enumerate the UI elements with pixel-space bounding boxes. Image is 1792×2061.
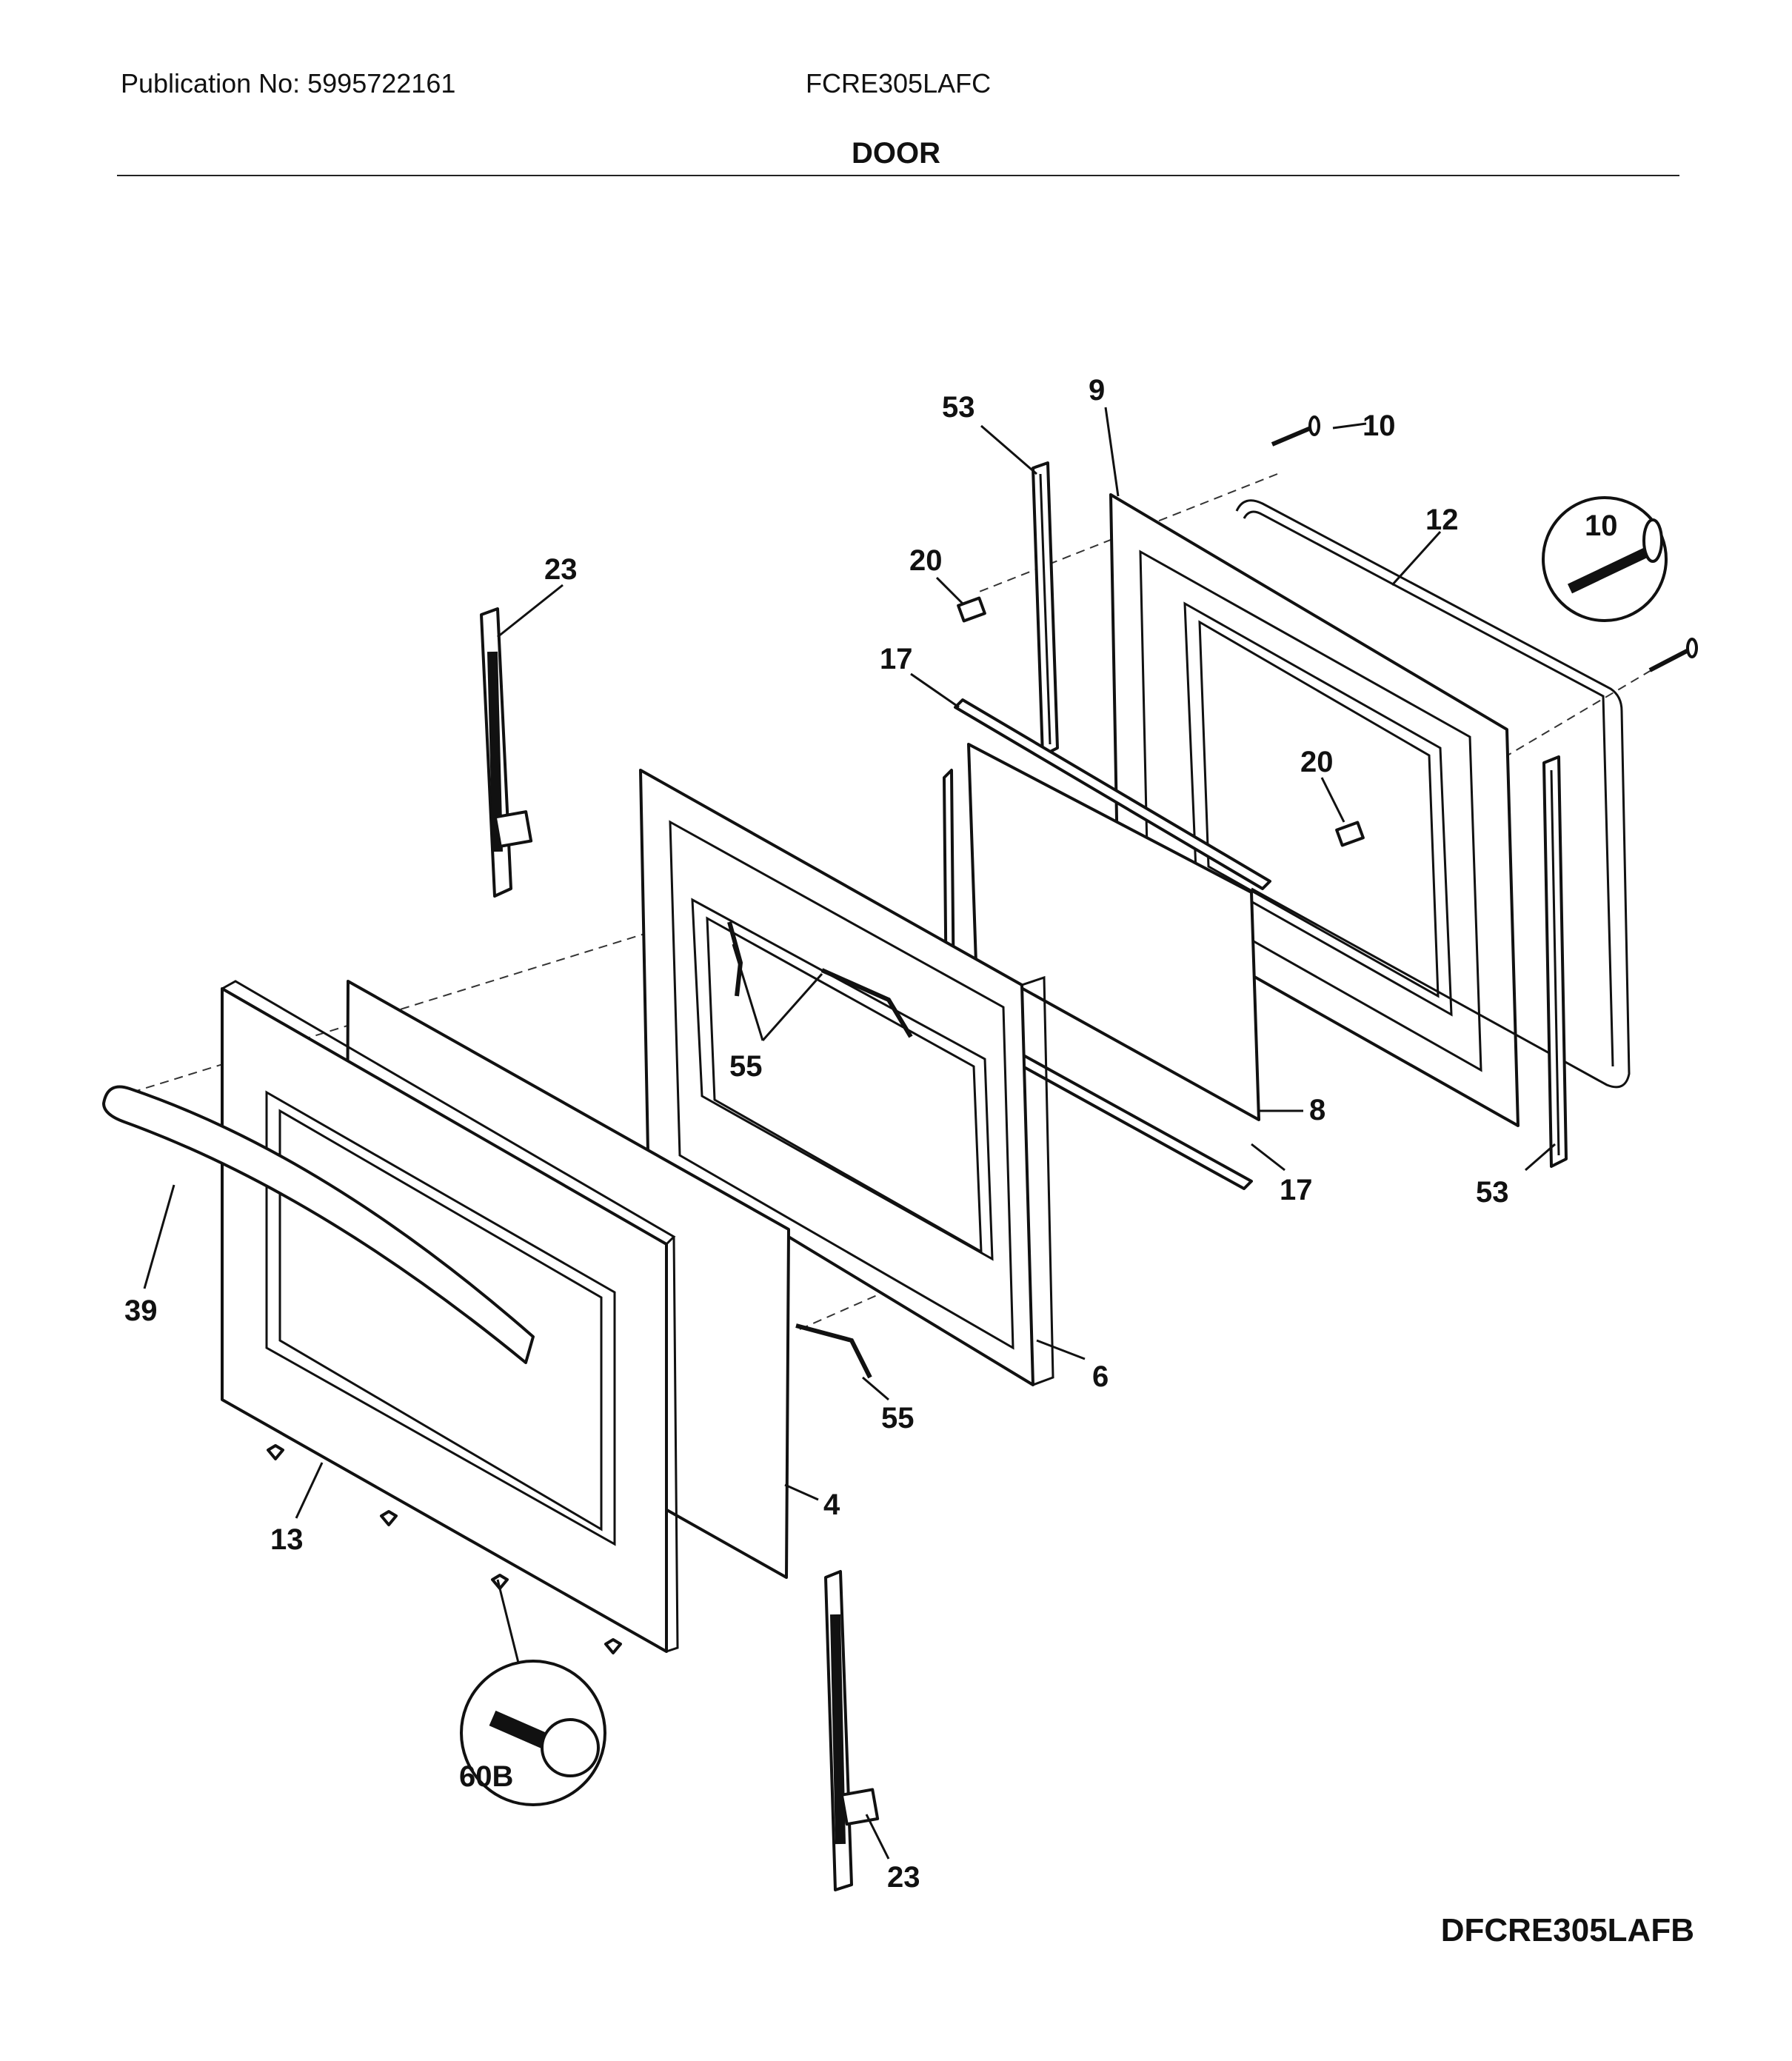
screw-icon	[380, 1510, 398, 1526]
alignment-line	[799, 1273, 926, 1330]
screw-icon	[1648, 638, 1698, 672]
door-hinge-lower	[824, 1570, 880, 1891]
callout-20-right: 20	[1300, 746, 1334, 778]
clip-icon	[1335, 821, 1365, 847]
callout-10-detail: 10	[1585, 510, 1618, 542]
callout-60b: 60B	[459, 1760, 513, 1793]
door-frame	[639, 769, 1054, 1386]
outer-door-panel	[221, 980, 679, 1653]
callout-53-bottom: 53	[1476, 1176, 1509, 1209]
callout-23-top: 23	[544, 553, 578, 586]
screw-icon	[1271, 415, 1320, 447]
glass-retainer-top	[954, 698, 1271, 890]
callout-10: 10	[1363, 410, 1396, 442]
callout-12: 12	[1425, 504, 1459, 536]
callout-39: 39	[124, 1295, 158, 1327]
inner-door-liner	[1109, 493, 1519, 1127]
page-title: DOOR	[852, 137, 940, 170]
inner-glass-panel	[967, 743, 1260, 1121]
callout-4: 4	[823, 1489, 840, 1521]
callout-53-top: 53	[942, 391, 975, 424]
leader-lines	[143, 407, 1556, 1860]
callout-55-bottom: 55	[881, 1402, 915, 1434]
screw-icon	[491, 1574, 509, 1590]
diagram-code: DFCRE305LAFB	[1440, 1912, 1694, 1948]
callout-55-top: 55	[729, 1050, 763, 1083]
alignment-line	[977, 473, 1278, 593]
screw-icon	[604, 1638, 622, 1654]
side-trim-strip-left	[1032, 461, 1059, 757]
door-hinge-upper	[480, 607, 533, 898]
hinge-bracket	[820, 968, 913, 1038]
hinge-bracket	[795, 1323, 872, 1379]
callout-6: 6	[1092, 1360, 1109, 1393]
callout-23-bottom: 23	[887, 1861, 920, 1894]
callout-13: 13	[270, 1523, 304, 1556]
callout-20-top: 20	[909, 544, 943, 577]
hinge-bracket	[727, 921, 743, 997]
callout-17-bottom: 17	[1280, 1174, 1313, 1206]
screw-detail-circle	[1542, 496, 1668, 622]
screw-detail-circle-60b	[460, 1660, 606, 1806]
header-rule	[117, 175, 1679, 176]
model-number: FCRE305LAFC	[806, 68, 992, 98]
door-gasket	[1235, 499, 1631, 1089]
clip-icon	[957, 596, 986, 623]
callout-8: 8	[1309, 1094, 1325, 1126]
publication-number: Publication No: 5995722161	[121, 68, 456, 98]
screw-icon	[267, 1444, 284, 1460]
callout-9: 9	[1089, 374, 1105, 407]
side-trim-strip-right	[1542, 755, 1568, 1168]
door-handle	[102, 1085, 535, 1364]
callout-17-top: 17	[880, 643, 913, 675]
